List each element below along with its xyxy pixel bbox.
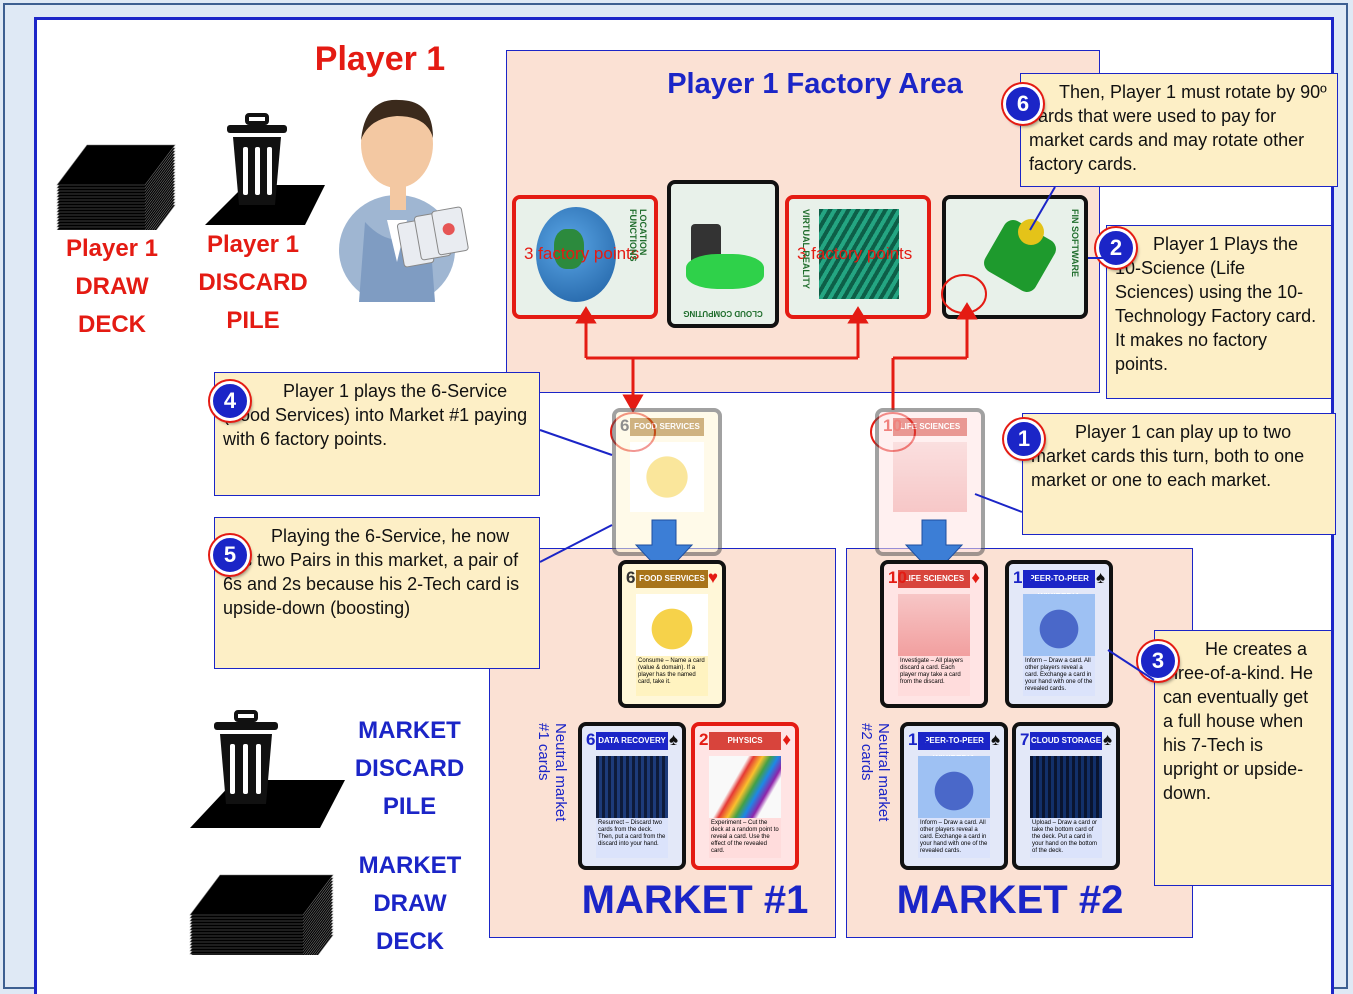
player-discard-pile[interactable] xyxy=(205,105,345,225)
callout-2: Player 1 Plays the 10-Science (Life Scie… xyxy=(1106,225,1332,399)
market-discard-pile[interactable] xyxy=(190,708,350,833)
callout-3: He creates a three-of-a-kind. He can eve… xyxy=(1154,630,1332,886)
callout-5: Playing the 6-Service, he now has two Pa… xyxy=(214,517,540,669)
factory-card-location-functions[interactable]: 3 factory points LOCATION FUNCTIONS xyxy=(512,195,658,319)
market2-card-peer-wiki-2[interactable]: PEER-TO-PEER WIKIPEDIA 10 ♠ Inform – Dra… xyxy=(900,722,1008,870)
player-draw-deck-label: Player 1 DRAW DECK xyxy=(65,235,159,338)
step-1-badge: 1 xyxy=(1004,419,1044,459)
market-2-title: MARKET #2 xyxy=(896,878,1124,922)
factory-points-label-2: 3 factory points xyxy=(797,244,913,263)
trash-icon-market xyxy=(214,710,278,804)
player-discard-label: Player 1 DISCARD PILE xyxy=(198,231,308,334)
player-draw-deck[interactable] xyxy=(55,105,180,230)
callout-1: Player 1 can play up to two market cards… xyxy=(1022,413,1336,535)
step-2-badge: 2 xyxy=(1096,228,1136,268)
market2-card-peer-wiki-1[interactable]: PEER-TO-PEER WIKIPEDIA 10 ♠ Inform – Dra… xyxy=(1005,560,1113,708)
market1-card-data-recovery[interactable]: DATA RECOVERY 6 ♠ Resurrect – Discard tw… xyxy=(578,722,686,870)
player-title: Player 1 xyxy=(314,40,446,78)
step-6-badge: 6 xyxy=(1003,84,1043,124)
step-5-badge: 5 xyxy=(210,535,250,575)
step-4-badge: 4 xyxy=(210,381,250,421)
callout-4: Player 1 plays the 6-Service (Food Servi… xyxy=(214,372,540,496)
factory-card-cloud-computing[interactable]: CLOUD COMPUTING xyxy=(667,180,779,328)
market1-card-food-services[interactable]: FOOD SERVICES 6 ♥ Consume – Name a card … xyxy=(618,560,726,708)
market2-card-cloud-storage[interactable]: CLOUD STORAGE 7 ♠ Upload – Draw a card o… xyxy=(1012,722,1120,870)
market2-card-life-sciences[interactable]: LIFE SCIENCES 10 ♦ Investigate – All pla… xyxy=(880,560,988,708)
market-discard-label: MARKET DISCARD PILE xyxy=(354,717,465,820)
market1-card-physics[interactable]: PHYSICS 2 ♦ Experiment – Cut the deck at… xyxy=(691,722,799,870)
market-1-title: MARKET #1 xyxy=(581,878,809,922)
factory-points-label: 3 factory points xyxy=(524,244,640,263)
neutral-market-1-label: Neutral market #1 cards xyxy=(535,723,569,822)
market-draw-deck[interactable] xyxy=(188,835,338,955)
trash-icon xyxy=(227,113,287,205)
player-avatar xyxy=(339,99,469,302)
callout-6: Then, Player 1 must rotate by 90º cards … xyxy=(1020,73,1338,187)
factory-area-title: Player 1 Factory Area xyxy=(667,68,963,100)
neutral-market-2-label: Neutral market #2 cards xyxy=(858,723,892,822)
market-draw-label: MARKET DRAW DECK xyxy=(358,852,462,955)
factory-card-fin-software[interactable]: FIN SOFTWARE xyxy=(942,195,1088,319)
